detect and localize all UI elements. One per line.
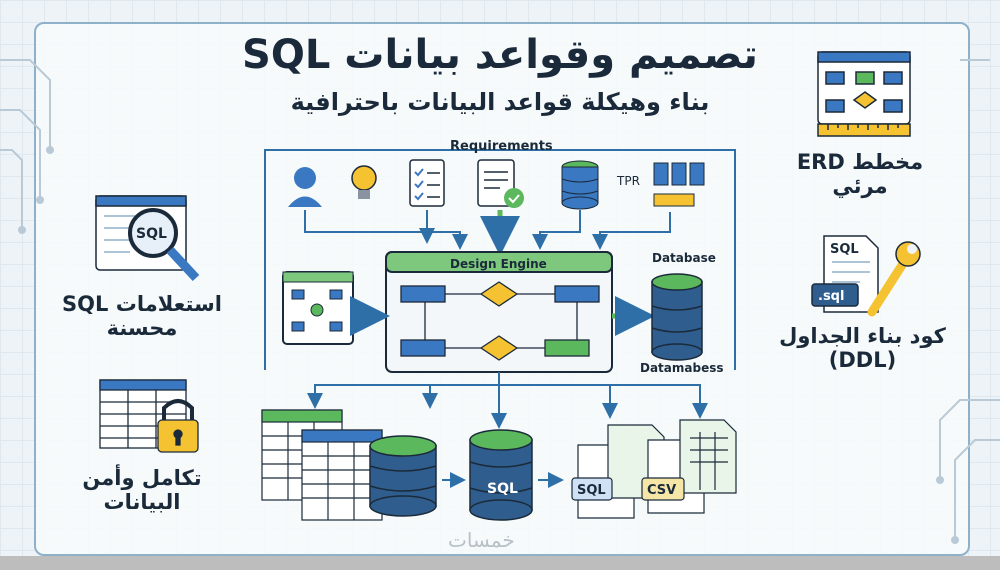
design-engine-label: Design Engine <box>450 257 547 271</box>
database-stack-icon <box>561 160 599 210</box>
watermark-text: خمسات <box>448 528 515 552</box>
sql-ext-label: .sql <box>818 289 844 304</box>
wrench-icon <box>867 241 921 317</box>
ddl-feature-label: كود بناء الجداول (DDL) <box>779 324 946 373</box>
user-icon <box>288 167 322 207</box>
csv-file-label: CSV <box>647 483 676 498</box>
page-title: تصميم وقواعد بيانات SQL <box>242 32 758 78</box>
tables-database-icon <box>369 435 437 517</box>
output-files-icon <box>571 419 737 519</box>
requirements-bracket <box>264 149 736 370</box>
tpr-label: TPR <box>616 174 640 188</box>
secure-table-icon <box>99 379 199 453</box>
page-subtitle: بناء وهيكلة قواعد البيانات باحترافية <box>290 88 710 116</box>
database-label: Database <box>652 251 716 265</box>
checklist-icon <box>409 159 445 207</box>
sql-code-file-icon <box>811 235 879 313</box>
sql-search-label: SQL <box>136 226 167 242</box>
sql-file-label: SQL <box>577 483 606 498</box>
verified-document-icon <box>477 159 524 208</box>
data-nodes-icon <box>653 162 705 207</box>
erd-diagram-icon <box>817 51 911 137</box>
erd-feature-label: مخطط ERD مرئي <box>796 150 924 199</box>
requirements-label: Requirements <box>450 139 553 154</box>
sql-search-icon <box>95 195 200 282</box>
sql-doc-label: SQL <box>830 242 859 257</box>
lightbulb-icon <box>351 165 377 199</box>
main-database-icon <box>651 273 703 361</box>
data-tables-icon <box>261 409 383 521</box>
sql-cylinder-label: SQL <box>487 481 518 497</box>
integrity-feature-label: تكامل وأمن البيانات <box>82 466 202 515</box>
bottom-band <box>0 556 1000 570</box>
sql-database-icon <box>469 429 533 521</box>
datamabess-label: Datamabess <box>640 361 724 375</box>
queries-feature-label: استعلامات SQL محسنة <box>62 292 222 341</box>
